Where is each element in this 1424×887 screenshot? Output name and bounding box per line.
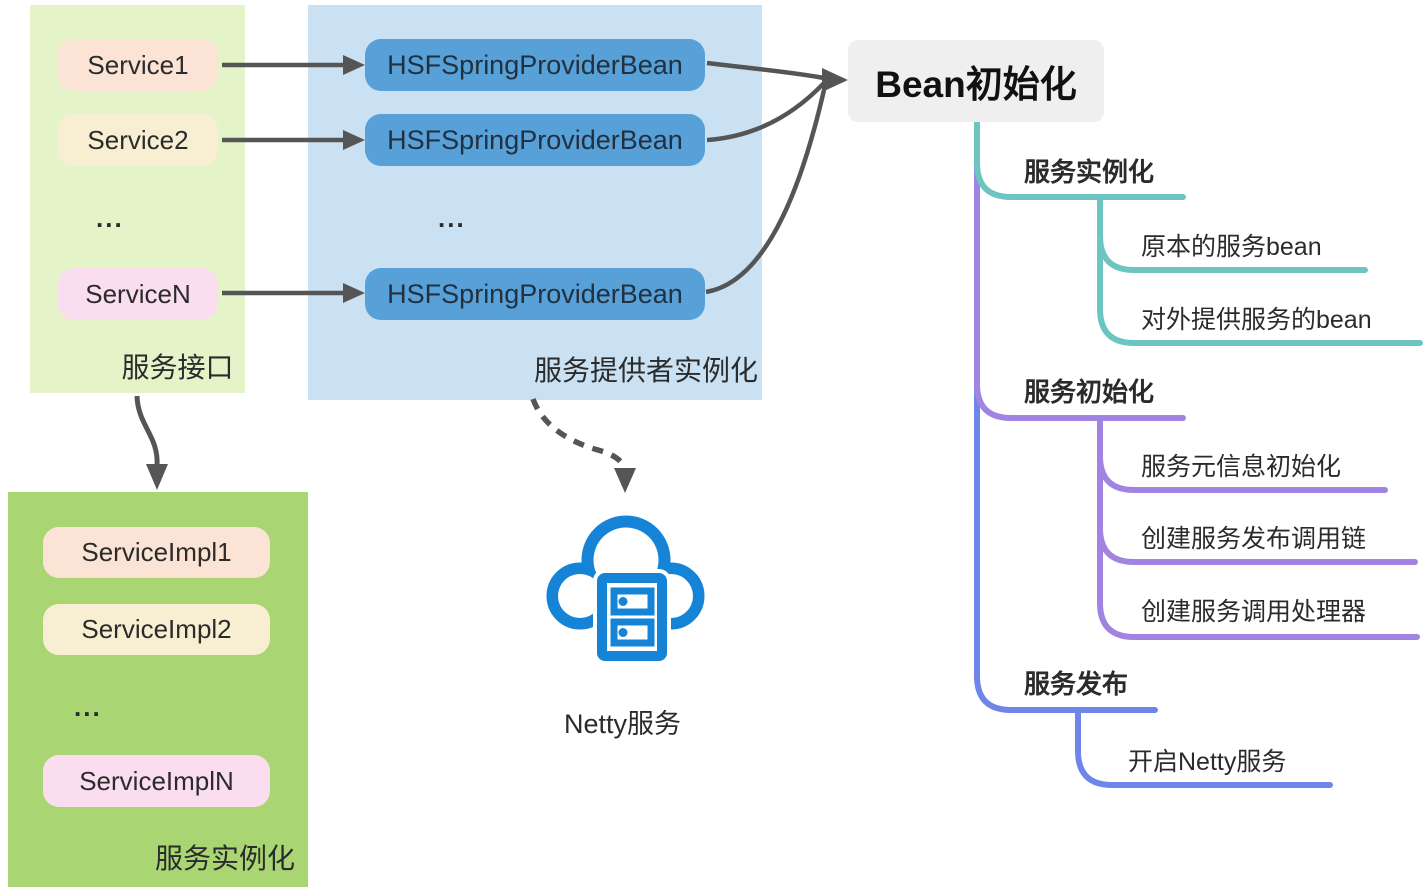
service-2-node: Service2 xyxy=(58,114,218,166)
provider-bean-1-node: HSFSpringProviderBean xyxy=(365,39,705,91)
branch-instantiation-line xyxy=(974,119,1186,200)
arrowhead-providern xyxy=(343,283,365,303)
arrowhead-impl-panel xyxy=(146,464,168,490)
branch-service-init-label: 服务初始化 xyxy=(1024,377,1155,407)
branch-service-init-child-3-label: 创建服务调用处理器 xyxy=(1141,598,1367,626)
netty-label: Netty服务 xyxy=(563,709,682,739)
curve-provider1-to-bean xyxy=(706,60,825,81)
curve-provider2-to-bean xyxy=(706,81,826,143)
service-impl-1-node: ServiceImpl1 xyxy=(43,527,270,578)
provider-bean-1-label: HSFSpringProviderBean xyxy=(387,49,683,80)
service-1-node: Service1 xyxy=(58,39,218,91)
provider-bean-n-node: HSFSpringProviderBean xyxy=(365,268,705,320)
bean-init-label: Bean初始化 xyxy=(875,64,1077,105)
arrowhead-provider1 xyxy=(343,55,365,75)
arrowhead-bean-init xyxy=(822,68,848,92)
branch-service-init-child3-line xyxy=(1097,415,1420,640)
provider-bean-n-label: HSFSpringProviderBean xyxy=(387,278,683,309)
service-impl-panel-label: 服务实例化 xyxy=(154,843,295,874)
service-impl-n-node: ServiceImplN xyxy=(43,755,270,807)
service-impl-2-node: ServiceImpl2 xyxy=(43,604,270,655)
service-impl-1-label: ServiceImpl1 xyxy=(81,537,232,567)
provider-panel-label: 服务提供者实例化 xyxy=(533,355,758,386)
branch-service-init-child-1-label: 服务元信息初始化 xyxy=(1141,453,1342,481)
branch-instantiation-child-2-label: 对外提供服务的bean xyxy=(1141,306,1372,334)
branch-service-init-child-2-label: 创建服务发布调用链 xyxy=(1141,525,1367,553)
branch-instantiation-label: 服务实例化 xyxy=(1024,157,1155,187)
service-n-label: ServiceN xyxy=(85,278,191,309)
branch-publish-child1-line xyxy=(1075,707,1333,788)
service-interface-panel-label: 服务接口 xyxy=(121,352,234,383)
arrow-interface-to-impl xyxy=(134,395,160,467)
branch-publish-line xyxy=(974,377,1158,713)
branch-publish-child-1-label: 开启Netty服务 xyxy=(1128,748,1287,776)
branch-instantiation-child2-line xyxy=(1097,194,1423,346)
netty-cloud-icon xyxy=(546,515,705,665)
arrowhead-provider2 xyxy=(343,130,365,150)
curve-providern-to-bean xyxy=(705,89,827,295)
service-2-label: Service2 xyxy=(87,124,189,155)
provider-bean-2-node: HSFSpringProviderBean xyxy=(365,114,705,166)
dashed-arrow-provider-to-netty xyxy=(530,397,628,471)
service-ellipsis: ... xyxy=(96,203,124,233)
service-1-label: Service1 xyxy=(87,49,189,80)
provider-bean-2-label: HSFSpringProviderBean xyxy=(387,124,683,155)
branch-service-init-line xyxy=(974,157,1186,421)
service-n-node: ServiceN xyxy=(58,268,218,320)
branch-publish-label: 服务发布 xyxy=(1024,669,1129,699)
arrowhead-netty xyxy=(614,468,636,493)
bean-init-node: Bean初始化 xyxy=(848,40,1104,122)
provider-ellipsis: ... xyxy=(438,203,466,233)
branch-instantiation-child-1-label: 原本的服务bean xyxy=(1141,233,1322,261)
service-impl-ellipsis: ... xyxy=(74,692,102,722)
service-impl-2-label: ServiceImpl2 xyxy=(81,614,232,644)
service-impl-n-label: ServiceImplN xyxy=(79,765,234,796)
